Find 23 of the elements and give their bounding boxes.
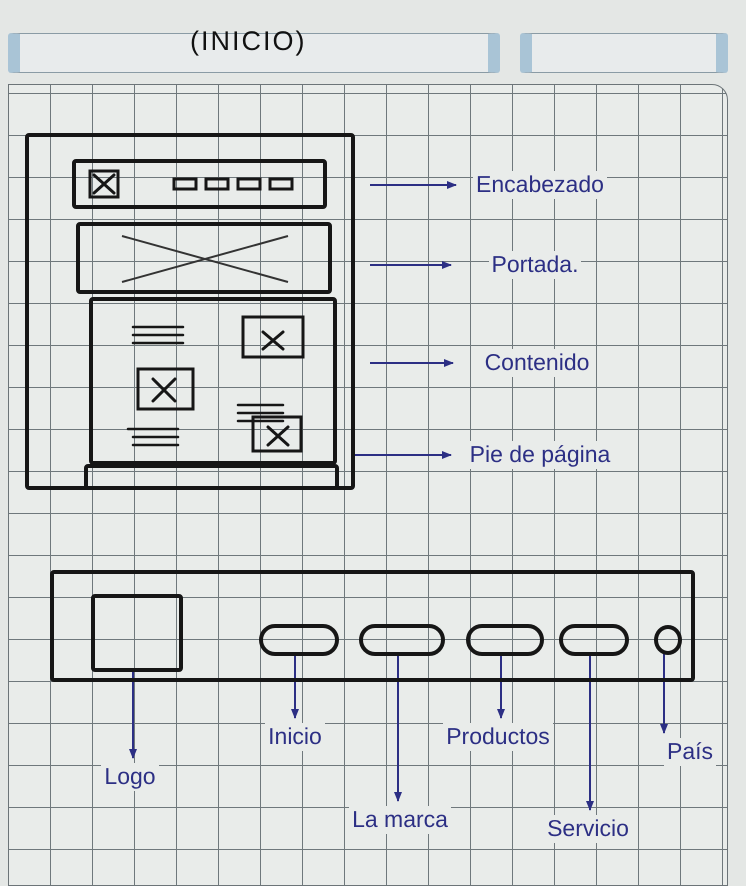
wireframe-box	[72, 159, 327, 209]
callout-label: Logo	[101, 763, 159, 791]
arrow	[370, 359, 454, 367]
callout-label: Inicio	[265, 723, 325, 751]
wireframe-box	[76, 222, 332, 294]
arrow	[355, 451, 452, 459]
callout-label: País	[664, 738, 716, 766]
nav-button-shape	[466, 624, 544, 656]
arrow	[370, 261, 452, 269]
nav-button-shape	[259, 624, 339, 656]
circle-shape	[654, 625, 682, 655]
callout-label: Encabezado	[473, 171, 607, 199]
callout-label: Portada.	[488, 251, 582, 279]
callout-label: La marca	[349, 806, 451, 834]
wireframe-box	[89, 297, 337, 465]
nav-button-shape	[359, 624, 445, 656]
wireframe-box	[25, 133, 355, 490]
wireframe-box	[50, 570, 695, 682]
callout-label: Productos	[443, 723, 553, 751]
image-placeholder-box	[91, 594, 183, 672]
arrow	[370, 181, 457, 189]
page-title: (INICIO)	[190, 26, 306, 57]
nav-button-shape	[559, 624, 629, 656]
